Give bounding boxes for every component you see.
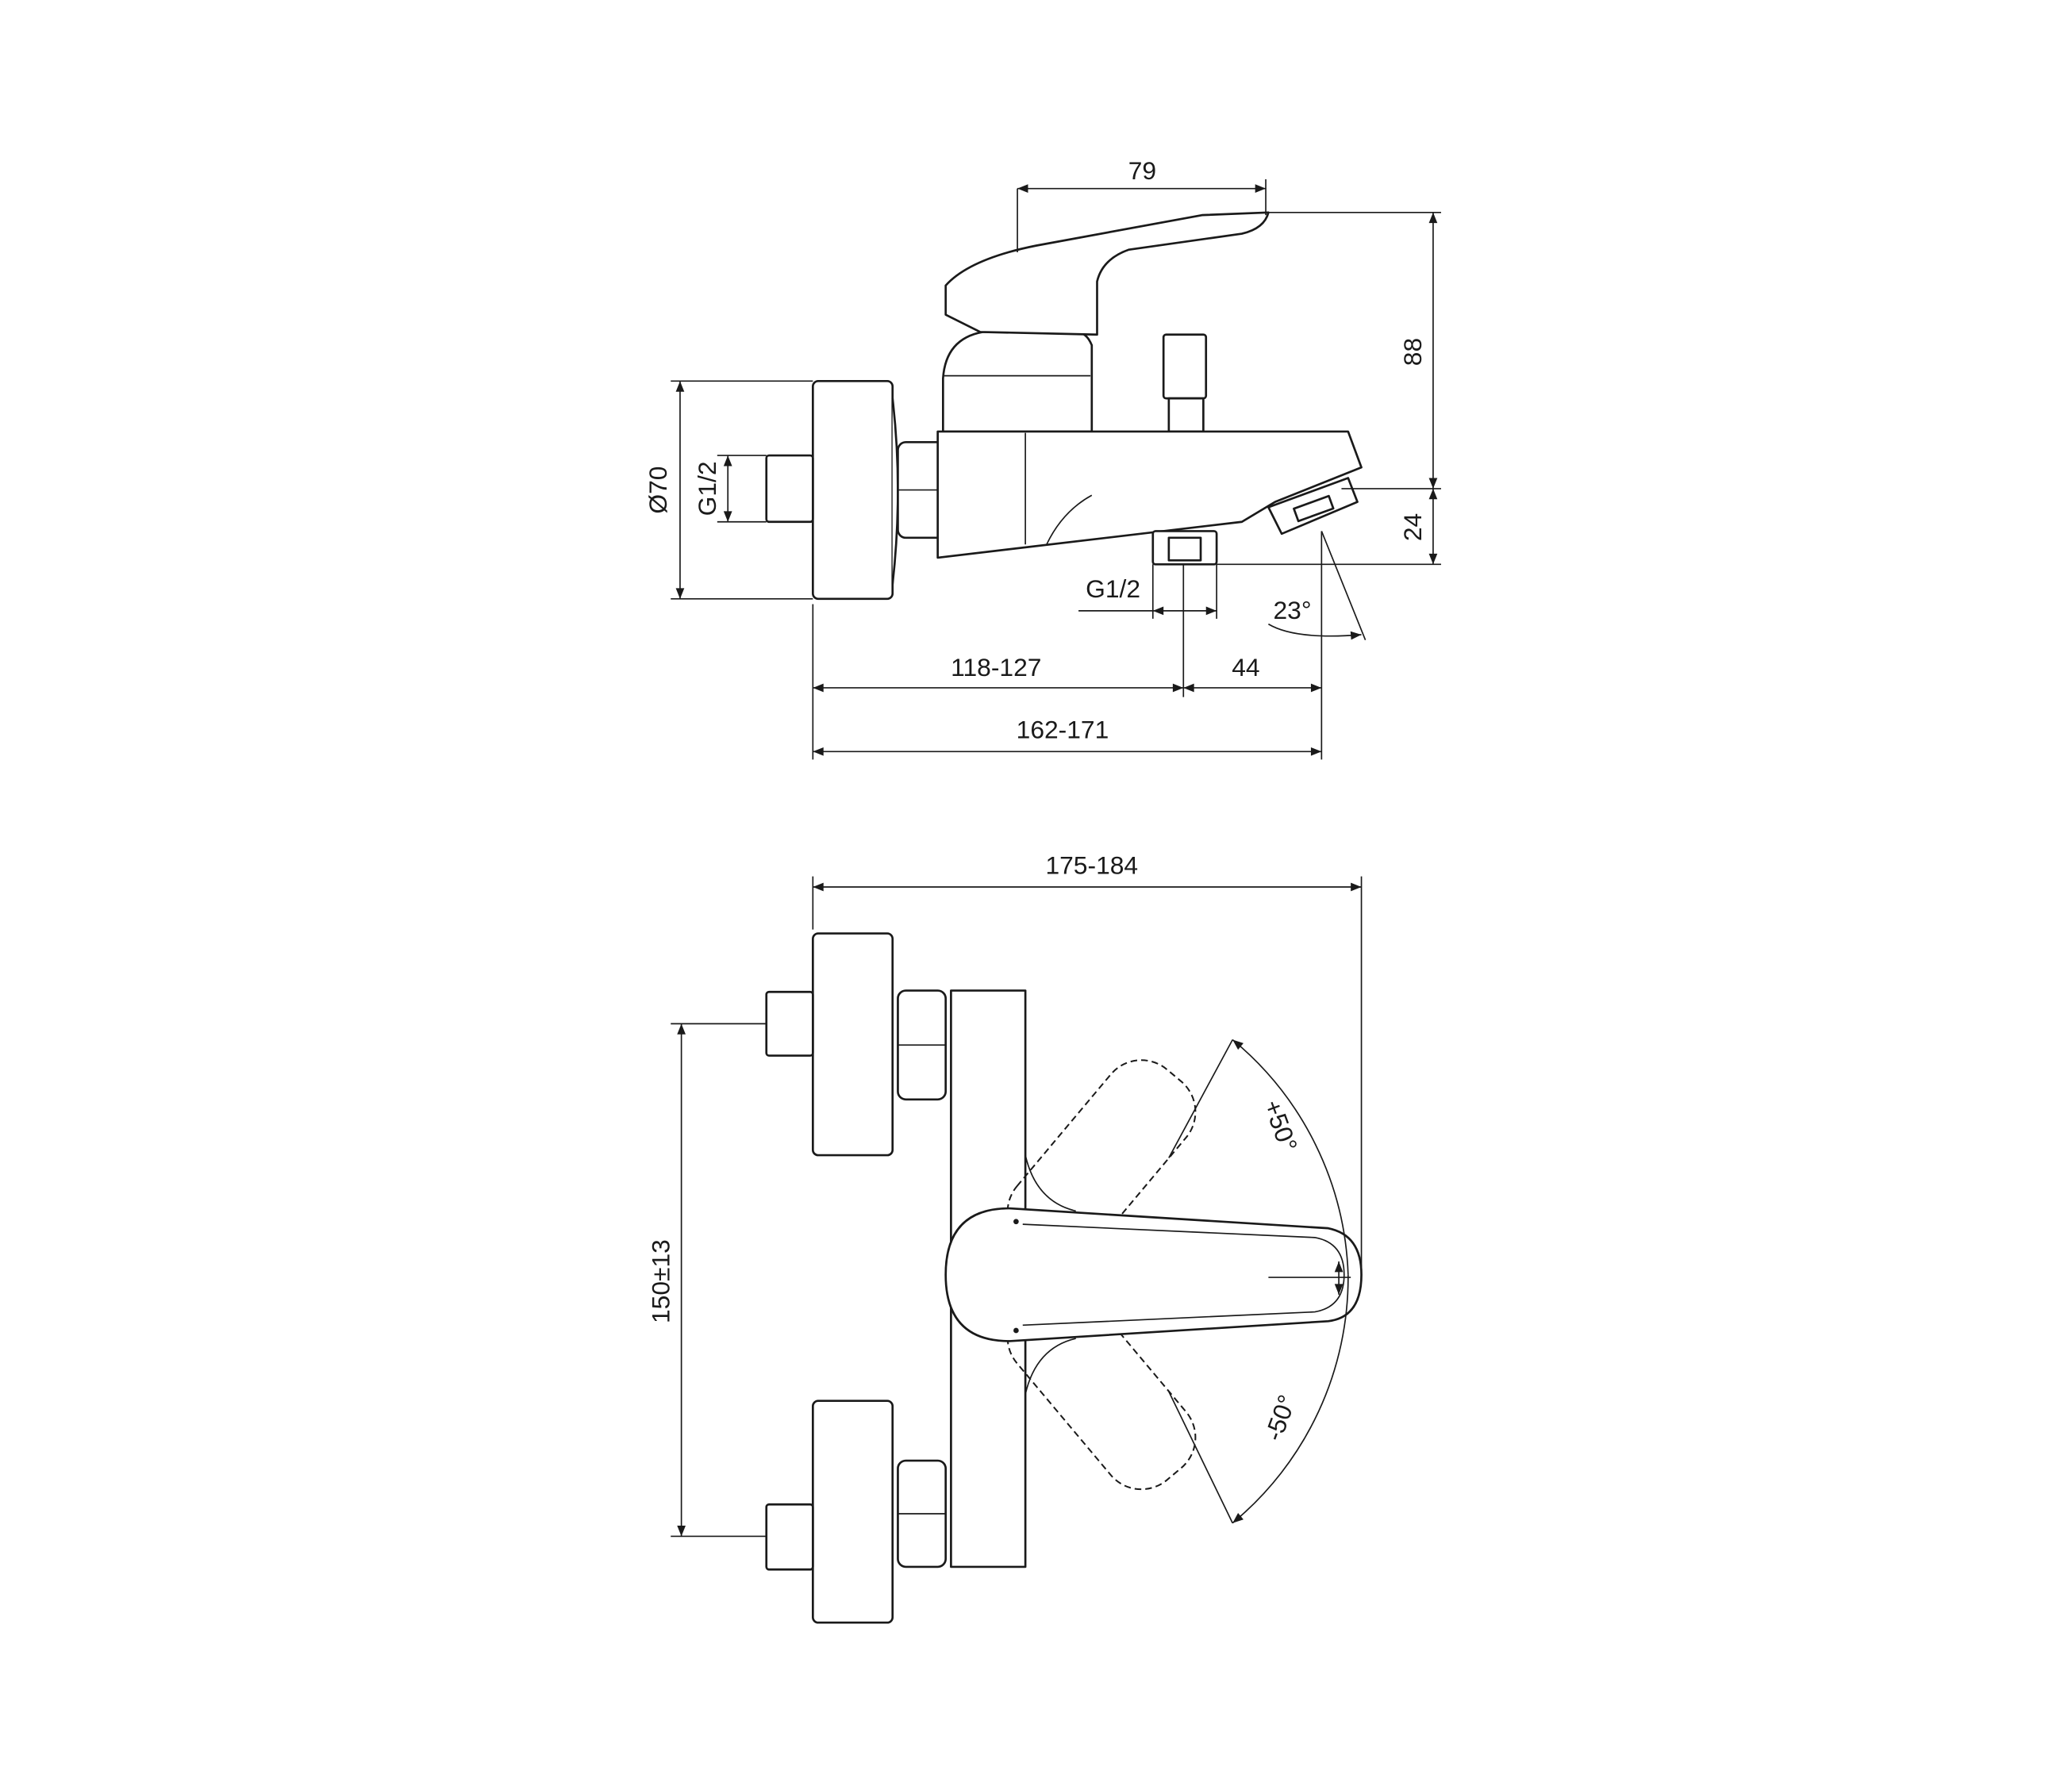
label-height: 88 <box>1398 338 1427 366</box>
label-wall-to-outlet: 118-127 <box>951 653 1041 682</box>
label-outlet-height: 24 <box>1398 513 1427 541</box>
side-view: 79 88 24 Ø70 G1/2 G1/2 23° <box>644 156 1441 760</box>
lever-dot <box>1013 1327 1019 1334</box>
lever-dot <box>1013 1219 1019 1225</box>
diverter-knob <box>1162 333 1208 400</box>
inlet-stub-upper <box>765 990 814 1057</box>
inlet-stub-lower <box>765 1503 814 1571</box>
dim-rotation-plus <box>1232 1039 1349 1275</box>
label-inlet-centers: 150±13 <box>647 1239 675 1323</box>
inlet-thread-stub <box>765 454 814 524</box>
label-inlet-thread: G1/2 <box>693 461 721 516</box>
spout-body <box>936 430 1363 559</box>
mixer-handle <box>944 211 1270 336</box>
label-outlet-to-spout: 44 <box>1232 653 1259 682</box>
mixer-lever <box>944 1207 1363 1342</box>
label-spout-angle: 23° <box>1273 596 1311 624</box>
wall-flange <box>811 380 894 601</box>
label-rotation-plus: +50° <box>1258 1096 1303 1155</box>
outlet-inner <box>1167 536 1202 562</box>
wall-flange-lower <box>811 1399 894 1624</box>
top-view: 175-184 +50° -50° 150±13 <box>647 850 1363 1624</box>
label-overall-depth: 175-184 <box>1045 850 1138 879</box>
dim-spout-angle <box>1267 623 1362 640</box>
label-outlet-thread: G1/2 <box>1086 574 1140 603</box>
label-wall-to-spout: 162-171 <box>1017 716 1109 744</box>
wall-flange-upper <box>811 932 894 1157</box>
lever-position-plus <box>1006 1059 1197 1265</box>
dim-rotation-minus <box>1232 1274 1349 1524</box>
aerator-slot <box>1293 494 1335 523</box>
label-flange-diameter: Ø70 <box>644 466 672 514</box>
label-rotation-minus: -50° <box>1259 1391 1301 1444</box>
lever-column <box>942 331 1094 433</box>
diverter-stem <box>1167 397 1205 433</box>
lever-position-minus <box>1006 1284 1197 1491</box>
label-handle-length: 79 <box>1128 156 1156 185</box>
